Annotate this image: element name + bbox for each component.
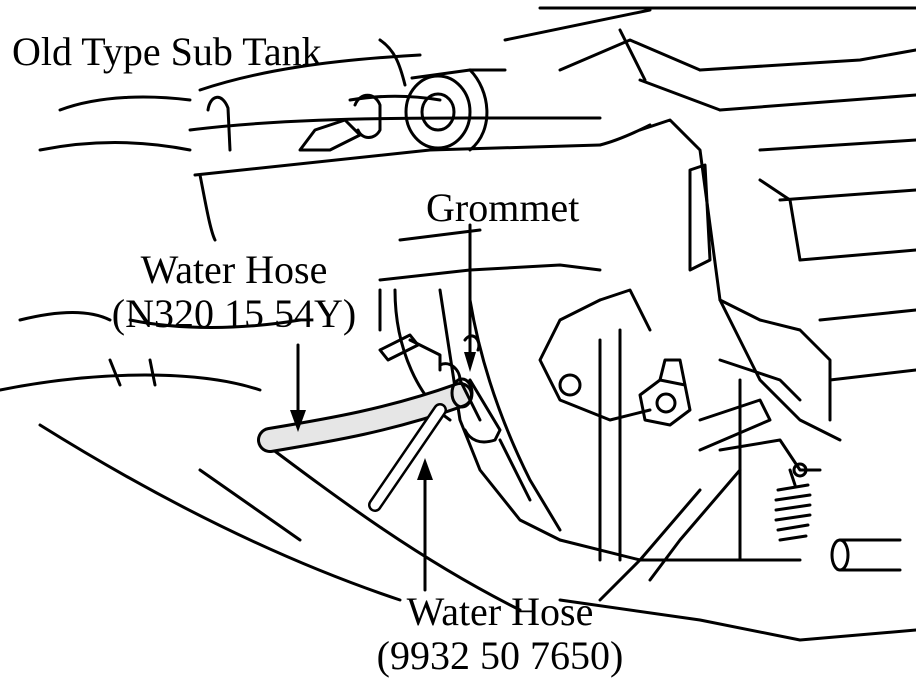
arrowhead-water-hose-1 <box>290 410 306 432</box>
label-water-hose-lower: Water Hose (9932 50 7650) <box>330 590 670 678</box>
label-water-hose-lower-name: Water Hose <box>406 589 594 634</box>
pointer-lines <box>296 38 472 592</box>
sub-tank-body <box>38 53 602 242</box>
engine-upper-lines <box>503 8 916 382</box>
water-hose-main <box>257 377 474 453</box>
bolt <box>638 358 692 427</box>
label-water-hose-upper-name: Water Hose <box>140 247 328 292</box>
grommet-fitting <box>378 333 502 444</box>
mounting-bracket <box>538 118 842 562</box>
radiator-side <box>378 228 602 542</box>
link-rod <box>598 398 822 602</box>
label-water-hose-upper: Water Hose (N320 15 54Y) <box>84 248 384 336</box>
label-water-hose-lower-part: (9932 50 7650) <box>376 633 624 678</box>
lower-body-lines <box>0 311 916 642</box>
label-water-hose-upper-part: (N320 15 54Y) <box>111 291 357 336</box>
label-old-type-sub-tank: Old Type Sub Tank <box>12 29 322 74</box>
arrowhead-grommet <box>464 352 476 372</box>
arrowhead-water-hose-2 <box>417 458 433 480</box>
filler-cap <box>404 68 507 152</box>
pointer-old-sub-tank <box>378 38 407 87</box>
arrowheads <box>290 352 476 480</box>
label-grommet: Grommet <box>426 185 580 230</box>
water-hose-thin <box>368 403 447 512</box>
spring <box>774 462 812 542</box>
small-pipe <box>830 538 902 572</box>
